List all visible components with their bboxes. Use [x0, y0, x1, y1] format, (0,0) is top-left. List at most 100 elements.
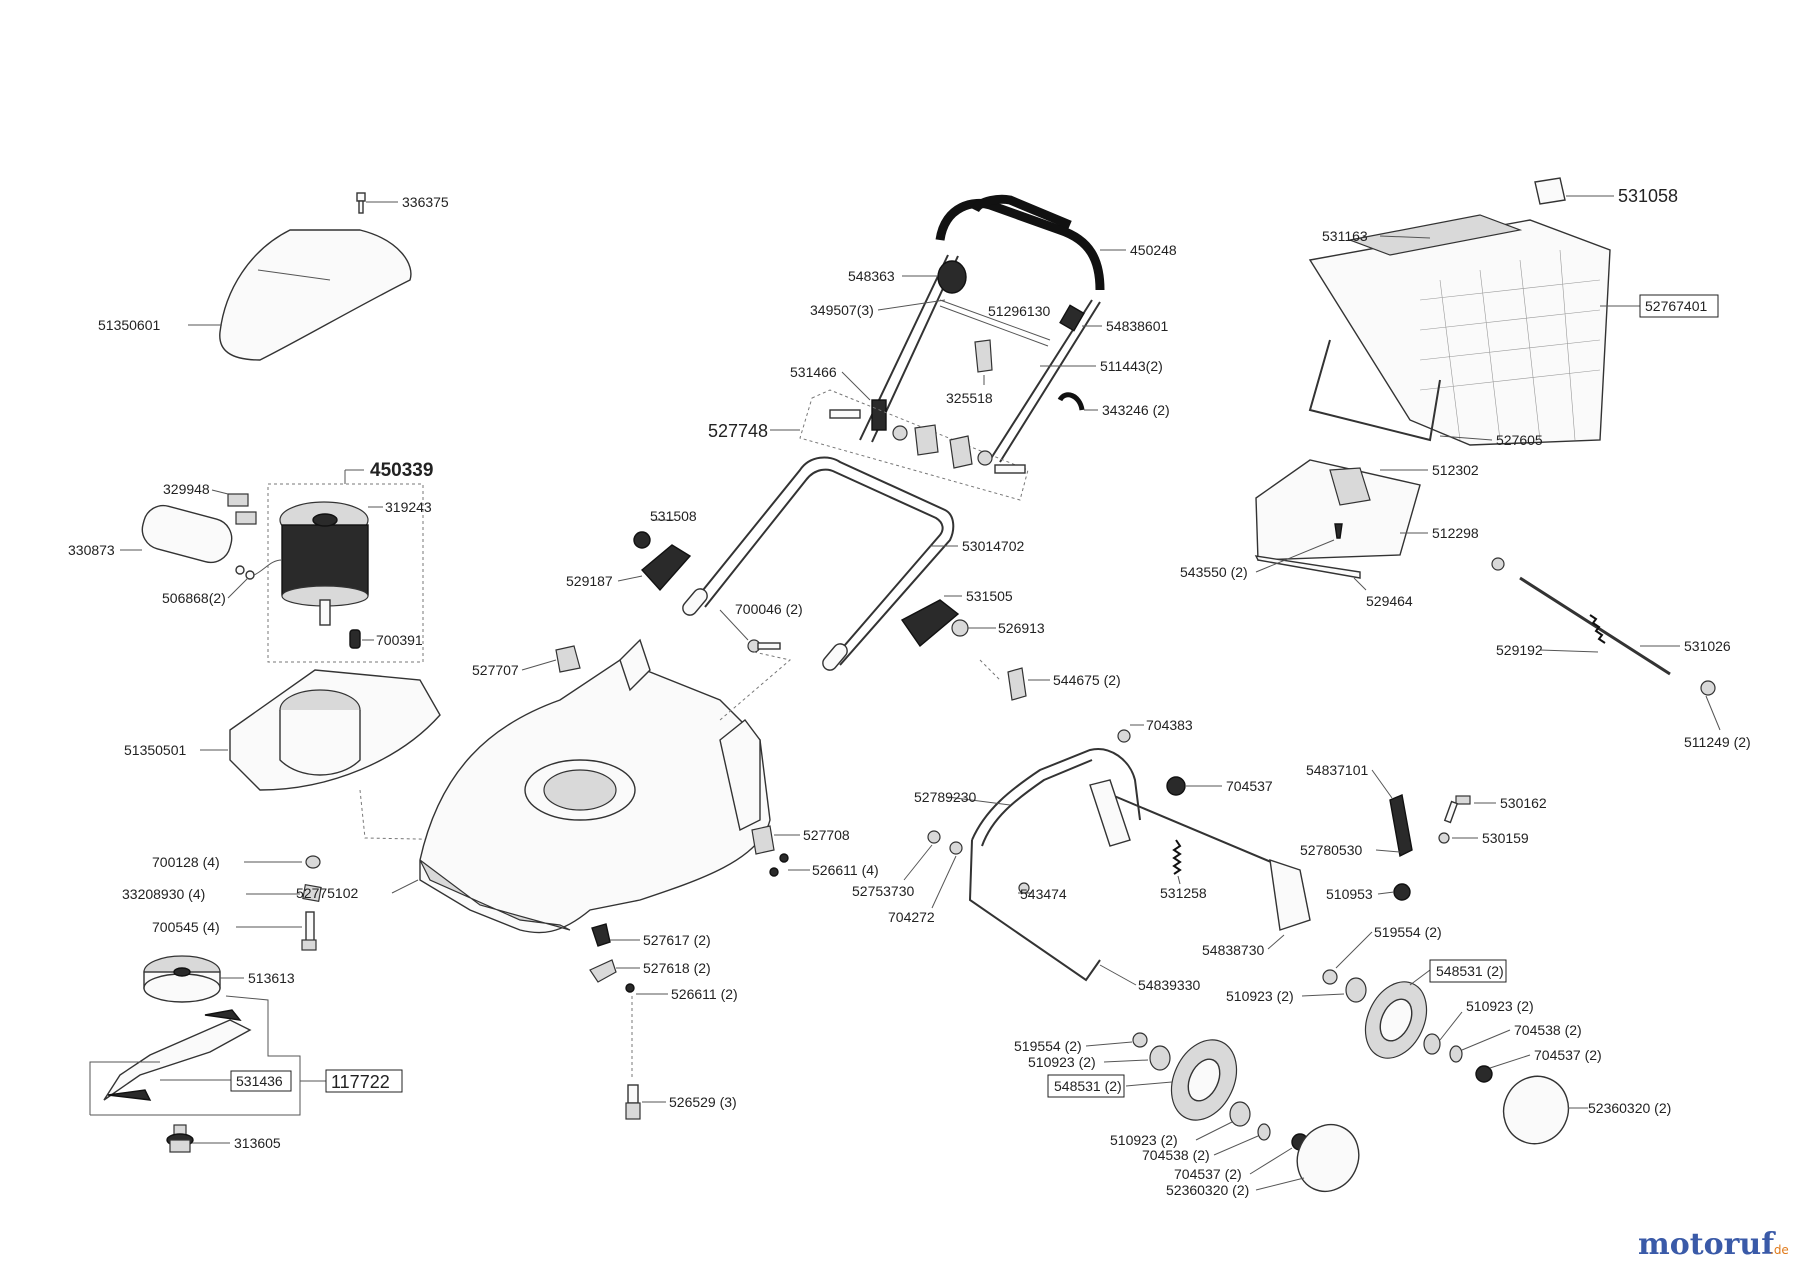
part-531466	[871, 399, 887, 431]
brushes-329948	[227, 493, 257, 525]
label-511249: 511249 (2)	[1684, 734, 1751, 750]
part-527618	[589, 959, 617, 983]
washer-704538b	[1257, 1123, 1271, 1141]
screw-543550	[1334, 523, 1343, 539]
kit-parts	[829, 409, 1026, 474]
label-513613: 513613	[248, 970, 295, 986]
label-450248: 450248	[1130, 242, 1177, 258]
label-531505: 531505	[966, 588, 1013, 604]
label-52767401: 52767401	[1645, 298, 1708, 314]
brand-name: motoruf	[1638, 1227, 1776, 1262]
label-510923b: 510923 (2)	[1466, 998, 1534, 1014]
label-52360320b: 52360320 (2)	[1166, 1182, 1249, 1198]
screws-526611a	[769, 853, 789, 877]
bolt-700046	[747, 639, 781, 653]
bushing-510923a	[1345, 977, 1367, 1003]
label-349507: 349507(3)	[810, 302, 874, 318]
washer-519554a	[1322, 969, 1338, 985]
label-510923c: 510923 (2)	[1028, 1054, 1096, 1070]
nut-33208930	[302, 884, 322, 902]
nut-704383	[1117, 729, 1131, 743]
capacitor-330873	[141, 504, 233, 564]
label-54837101: 54837101	[1306, 762, 1369, 778]
label-52360320a: 52360320 (2)	[1588, 1100, 1671, 1116]
label-548531b: 548531 (2)	[1054, 1078, 1122, 1094]
label-52780530: 52780530	[1300, 842, 1363, 858]
part-530159	[1438, 832, 1450, 844]
label-54838730: 54838730	[1202, 942, 1265, 958]
bolt-526529	[625, 1084, 641, 1120]
knob-548363	[937, 260, 967, 294]
label-51296130: 51296130	[988, 303, 1051, 319]
label-526529: 526529 (3)	[669, 1094, 737, 1110]
upper-handle	[859, 194, 1105, 463]
flap-527707	[555, 645, 581, 673]
axle-frame	[968, 748, 1311, 982]
flap-531058	[1534, 177, 1566, 205]
key-700391	[349, 629, 361, 649]
label-526611b: 526611 (2)	[671, 986, 738, 1002]
label-510923a: 510923 (2)	[1226, 988, 1294, 1004]
label-529192: 529192	[1496, 642, 1543, 658]
label-527605: 527605	[1496, 432, 1543, 448]
label-511443: 511443(2)	[1100, 358, 1163, 374]
label-329948: 329948	[163, 481, 210, 497]
label-319243: 319243	[385, 499, 432, 515]
bolt-530162	[1443, 795, 1471, 824]
label-531026: 531026	[1684, 638, 1731, 654]
label-529464: 529464	[1366, 593, 1413, 609]
label-531436: 531436	[236, 1073, 283, 1089]
label-54839330: 54839330	[1138, 977, 1201, 993]
rear-flap	[1254, 459, 1421, 579]
label-51350501: 51350501	[124, 742, 187, 758]
label-700545: 700545 (4)	[152, 919, 220, 935]
washer-519554b	[1132, 1032, 1148, 1048]
motor-group-box	[267, 483, 424, 663]
label-52789230: 52789230	[914, 789, 977, 805]
label-700391: 700391	[376, 632, 423, 648]
label-704537c: 704537 (2)	[1174, 1166, 1242, 1182]
label-526913: 526913	[998, 620, 1045, 636]
motor-cover	[219, 229, 412, 361]
label-33208930: 33208930 (4)	[122, 886, 205, 902]
blade-adapter	[143, 955, 221, 1003]
label-527707: 527707	[472, 662, 519, 678]
switch-54838601	[1059, 304, 1085, 332]
label-704538a: 704538 (2)	[1514, 1022, 1582, 1038]
label-527617: 527617 (2)	[643, 932, 711, 948]
grass-catcher	[1308, 214, 1611, 446]
lower-handle	[682, 456, 955, 671]
label-700046: 700046 (2)	[735, 601, 803, 617]
washer-700128	[305, 855, 321, 869]
label-531466: 531466	[790, 364, 837, 380]
label-526611a: 526611 (4)	[812, 862, 879, 878]
label-530162: 530162	[1500, 795, 1547, 811]
label-700128: 700128 (4)	[152, 854, 220, 870]
brand-suffix: .de	[1770, 1243, 1789, 1257]
washer-704272	[949, 841, 963, 855]
hubcap-52360320a	[1502, 1075, 1570, 1145]
connector-506868	[235, 559, 283, 580]
spring-531258	[1172, 839, 1182, 875]
label-704537a: 704537	[1226, 778, 1273, 794]
label-704383: 704383	[1146, 717, 1193, 733]
label-343246: 343246 (2)	[1102, 402, 1170, 418]
label-52753730: 52753730	[852, 883, 915, 899]
hubcap-52360320b	[1296, 1123, 1360, 1193]
mower-deck	[419, 638, 771, 934]
label-548363: 548363	[848, 268, 895, 284]
label-543474: 543474	[1020, 886, 1067, 902]
label-527618: 527618 (2)	[643, 960, 711, 976]
clip-343246	[1057, 392, 1085, 411]
label-512302: 512302	[1432, 462, 1479, 478]
rear-wheel	[1364, 981, 1428, 1059]
label-510953: 510953	[1326, 886, 1373, 902]
brand-logo: motoruf .de	[1638, 1227, 1789, 1262]
label-531163: 531163	[1322, 228, 1368, 244]
label-527708: 527708	[803, 827, 850, 843]
label-531258: 531258	[1160, 885, 1207, 901]
blade-bolt	[166, 1124, 194, 1153]
kit-527748-box	[799, 389, 1029, 501]
nut-704537b	[1475, 1065, 1493, 1083]
